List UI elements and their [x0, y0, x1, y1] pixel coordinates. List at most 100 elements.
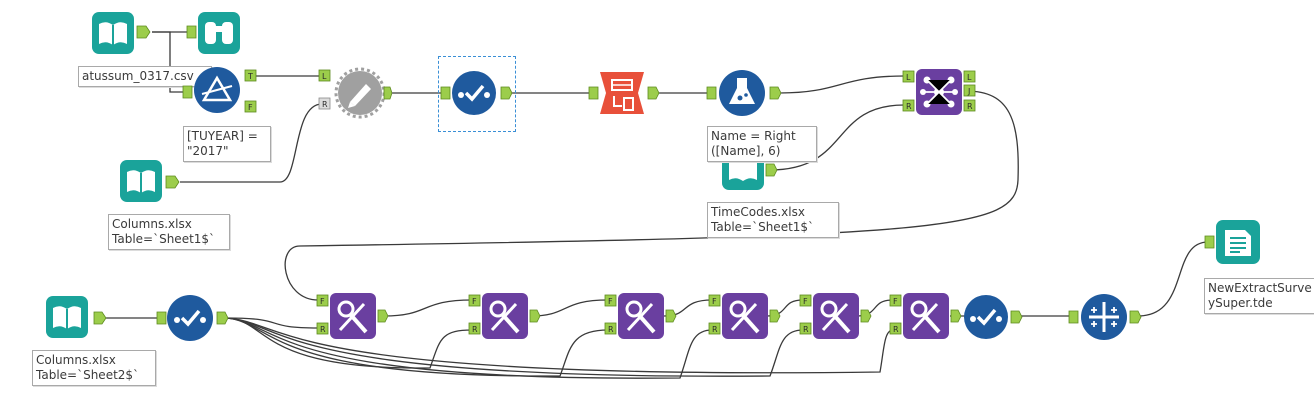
left-input-anchor-label: F	[712, 297, 717, 306]
dynamic-rename-tool-3[interactable]: F R	[604, 290, 678, 342]
tableau-cross-icon	[1081, 294, 1127, 340]
input-data-tool-csv[interactable]	[90, 10, 154, 56]
checkmark-flow-icon	[167, 295, 213, 341]
dynamic-rename-tool-4[interactable]: F R	[708, 290, 782, 342]
right-input-anchor	[889, 322, 902, 335]
true-anchor	[244, 69, 257, 82]
browse-tool[interactable]	[186, 10, 246, 56]
left-input-anchor	[799, 294, 812, 307]
input-data-tool-columns-sheet1[interactable]	[118, 158, 184, 206]
wire-join-dynrename1	[284, 90, 1019, 301]
join-output-anchor-label: J	[967, 87, 970, 96]
left-input-anchor	[316, 294, 329, 307]
wire-formula-join	[779, 75, 905, 94]
left-anchor-label: L	[322, 72, 327, 81]
output-anchor	[136, 25, 151, 39]
right-output-anchor	[963, 99, 976, 112]
input-csv-annotation: atussum_0317.csv	[78, 66, 212, 87]
wire-select2-dyn5	[225, 317, 804, 377]
true-anchor-label: T	[247, 72, 253, 81]
triangle-filter-icon	[194, 67, 240, 113]
formula-tool[interactable]	[706, 68, 784, 118]
timecodes-annotation: TimeCodes.xlsx Table=`Sheet1$`	[707, 202, 839, 238]
left-input-anchor	[889, 294, 902, 307]
input-anchor	[1204, 235, 1215, 249]
output-anchor	[529, 309, 541, 323]
wrench-pencil-icon	[330, 293, 376, 339]
right-input-anchor	[468, 322, 481, 335]
publish-to-tableau-tool[interactable]	[1068, 292, 1144, 342]
output-anchor	[769, 86, 782, 100]
wire-tableau-output	[1137, 241, 1209, 317]
right-input-anchor-label: R	[608, 325, 614, 334]
filter-expression-annotation: [TUYEAR] = "2017"	[183, 126, 271, 162]
output-anchor	[165, 175, 180, 189]
right-input-anchor-label: R	[712, 325, 718, 334]
wire-select2-dyn6	[225, 317, 894, 374]
binoculars-icon	[198, 12, 240, 54]
append-fields-tool[interactable]: L R	[318, 64, 392, 120]
left-input-anchor	[604, 294, 617, 307]
wrench-pencil-icon	[722, 293, 768, 339]
wrench-pencil-icon	[482, 293, 528, 339]
right-input-anchor	[902, 99, 915, 112]
wire-select2-dyn3	[225, 317, 609, 377]
input-anchor	[156, 311, 167, 325]
left-input-anchor	[708, 294, 721, 307]
output-anchor	[377, 309, 389, 323]
output-anchor	[765, 163, 778, 177]
join-output-anchor	[963, 84, 976, 97]
left-input-anchor-label: F	[803, 297, 808, 306]
output-anchor	[665, 309, 677, 323]
left-output-anchor	[963, 70, 976, 83]
output-data-tool[interactable]	[1204, 218, 1264, 266]
right-input-anchor	[604, 322, 617, 335]
wire-select2-dyn4	[225, 317, 713, 379]
wrench-pencil-icon	[813, 293, 859, 339]
right-input-anchor-label: R	[803, 325, 809, 334]
left-input-anchor-label: F	[320, 297, 325, 306]
output-anchor	[93, 311, 107, 325]
select-tool-2[interactable]	[156, 292, 230, 344]
input-anchor	[440, 86, 451, 100]
wrench-pencil-icon	[903, 293, 949, 339]
document-lines-icon	[1216, 220, 1260, 264]
input-anchor	[706, 86, 717, 100]
transpose-tool[interactable]	[588, 68, 662, 118]
dynamic-rename-tool-2[interactable]: F R	[468, 290, 542, 342]
output-anchor	[216, 311, 229, 325]
input-data-tool-columns-sheet2[interactable]	[44, 294, 110, 342]
wire-select2-dyn1	[225, 317, 319, 329]
output-file-annotation: NewExtractSurve ySuper.tde	[1204, 278, 1314, 314]
right-input-anchor	[316, 322, 329, 335]
join-tool[interactable]: L R L J R	[902, 64, 982, 120]
book-icon	[46, 296, 88, 338]
right-output-anchor-label: R	[967, 102, 973, 111]
wire-columns1-append	[180, 103, 323, 183]
columns-sheet1-annotation: Columns.xlsx Table=`Sheet1$`	[108, 214, 230, 250]
wire-input-filter	[152, 31, 190, 93]
output-anchor	[383, 86, 392, 100]
wire-dyn2-dyn3	[529, 299, 609, 317]
filter-tool[interactable]: T F	[182, 64, 264, 116]
output-anchor	[647, 86, 660, 100]
source-anchor	[318, 97, 331, 110]
dynamic-rename-tool-6[interactable]: F R	[889, 290, 963, 342]
false-anchor	[244, 100, 257, 113]
checkmark-flow-icon	[452, 71, 496, 115]
wrench-pencil-icon	[618, 293, 664, 339]
dynamic-rename-tool-5[interactable]: F R	[799, 290, 873, 342]
output-anchor	[769, 309, 781, 323]
output-anchor	[1129, 310, 1142, 324]
right-input-anchor-label: R	[906, 102, 912, 111]
right-input-anchor	[708, 322, 721, 335]
left-input-anchor	[902, 70, 915, 83]
output-anchor	[500, 86, 513, 100]
dynamic-rename-tool-1[interactable]: F R	[316, 290, 390, 342]
select-tool-3[interactable]	[958, 292, 1024, 342]
pencil-gear-icon	[334, 67, 386, 119]
book-icon	[120, 160, 162, 202]
select-tool[interactable]	[440, 68, 514, 118]
